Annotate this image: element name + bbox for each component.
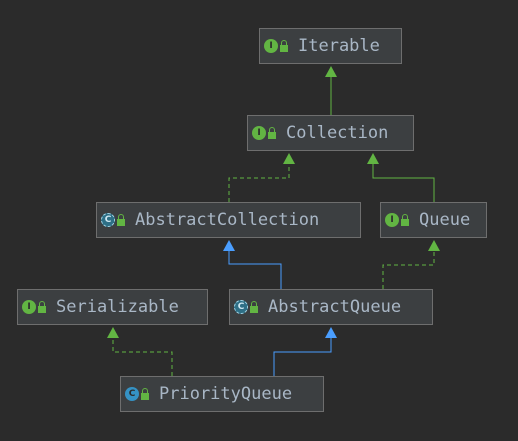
arrowhead-abstract-collection-to-collection xyxy=(283,153,295,164)
node-abstract-queue[interactable]: C AbstractQueue xyxy=(229,289,433,325)
node-priority-queue[interactable]: C PriorityQueue xyxy=(120,376,324,412)
node-label: Iterable xyxy=(298,36,380,56)
lock-icon xyxy=(250,300,258,313)
arrowhead-priority-queue-to-abstract-queue xyxy=(325,327,337,338)
edge-abstract-queue-to-queue xyxy=(382,250,435,289)
lock-icon xyxy=(268,126,276,139)
arrowhead-abstract-queue-to-queue xyxy=(428,240,440,251)
edge-priority-queue-to-abstract-queue xyxy=(273,337,332,376)
interface-icon: I xyxy=(385,213,399,227)
arrowhead-queue-to-collection xyxy=(367,153,379,164)
node-queue[interactable]: I Queue xyxy=(380,202,487,238)
class-icon: C xyxy=(125,387,139,401)
interface-icon: I xyxy=(22,300,36,314)
abstract-class-icon: C xyxy=(101,213,115,227)
arrowhead-abstract-queue-to-abstract-collection xyxy=(223,240,235,251)
interface-icon: I xyxy=(264,39,278,53)
node-label: Serializable xyxy=(56,297,179,317)
lock-icon xyxy=(401,213,409,226)
node-abstract-collection[interactable]: C AbstractCollection xyxy=(96,202,361,238)
node-label: Queue xyxy=(419,210,471,230)
lock-icon xyxy=(117,213,125,226)
lock-icon xyxy=(141,387,149,400)
node-collection[interactable]: I Collection xyxy=(247,115,414,151)
node-iterable[interactable]: I Iterable xyxy=(259,28,402,64)
node-label: PriorityQueue xyxy=(159,384,293,404)
arrowhead-priority-queue-to-serializable xyxy=(107,327,119,338)
edge-abstract-queue-to-abstract-collection xyxy=(228,250,282,289)
edge-queue-to-collection xyxy=(372,163,435,202)
abstract-class-icon: C xyxy=(234,300,248,314)
node-label: AbstractQueue xyxy=(268,297,402,317)
node-serializable[interactable]: I Serializable xyxy=(17,289,208,325)
node-label: Collection xyxy=(286,123,389,143)
interface-icon: I xyxy=(252,126,266,140)
node-label: AbstractCollection xyxy=(135,210,320,230)
edge-abstract-collection-to-collection xyxy=(228,163,290,202)
lock-icon xyxy=(280,39,288,52)
arrowhead-collection-to-iterable xyxy=(325,66,337,77)
lock-icon xyxy=(38,300,46,313)
